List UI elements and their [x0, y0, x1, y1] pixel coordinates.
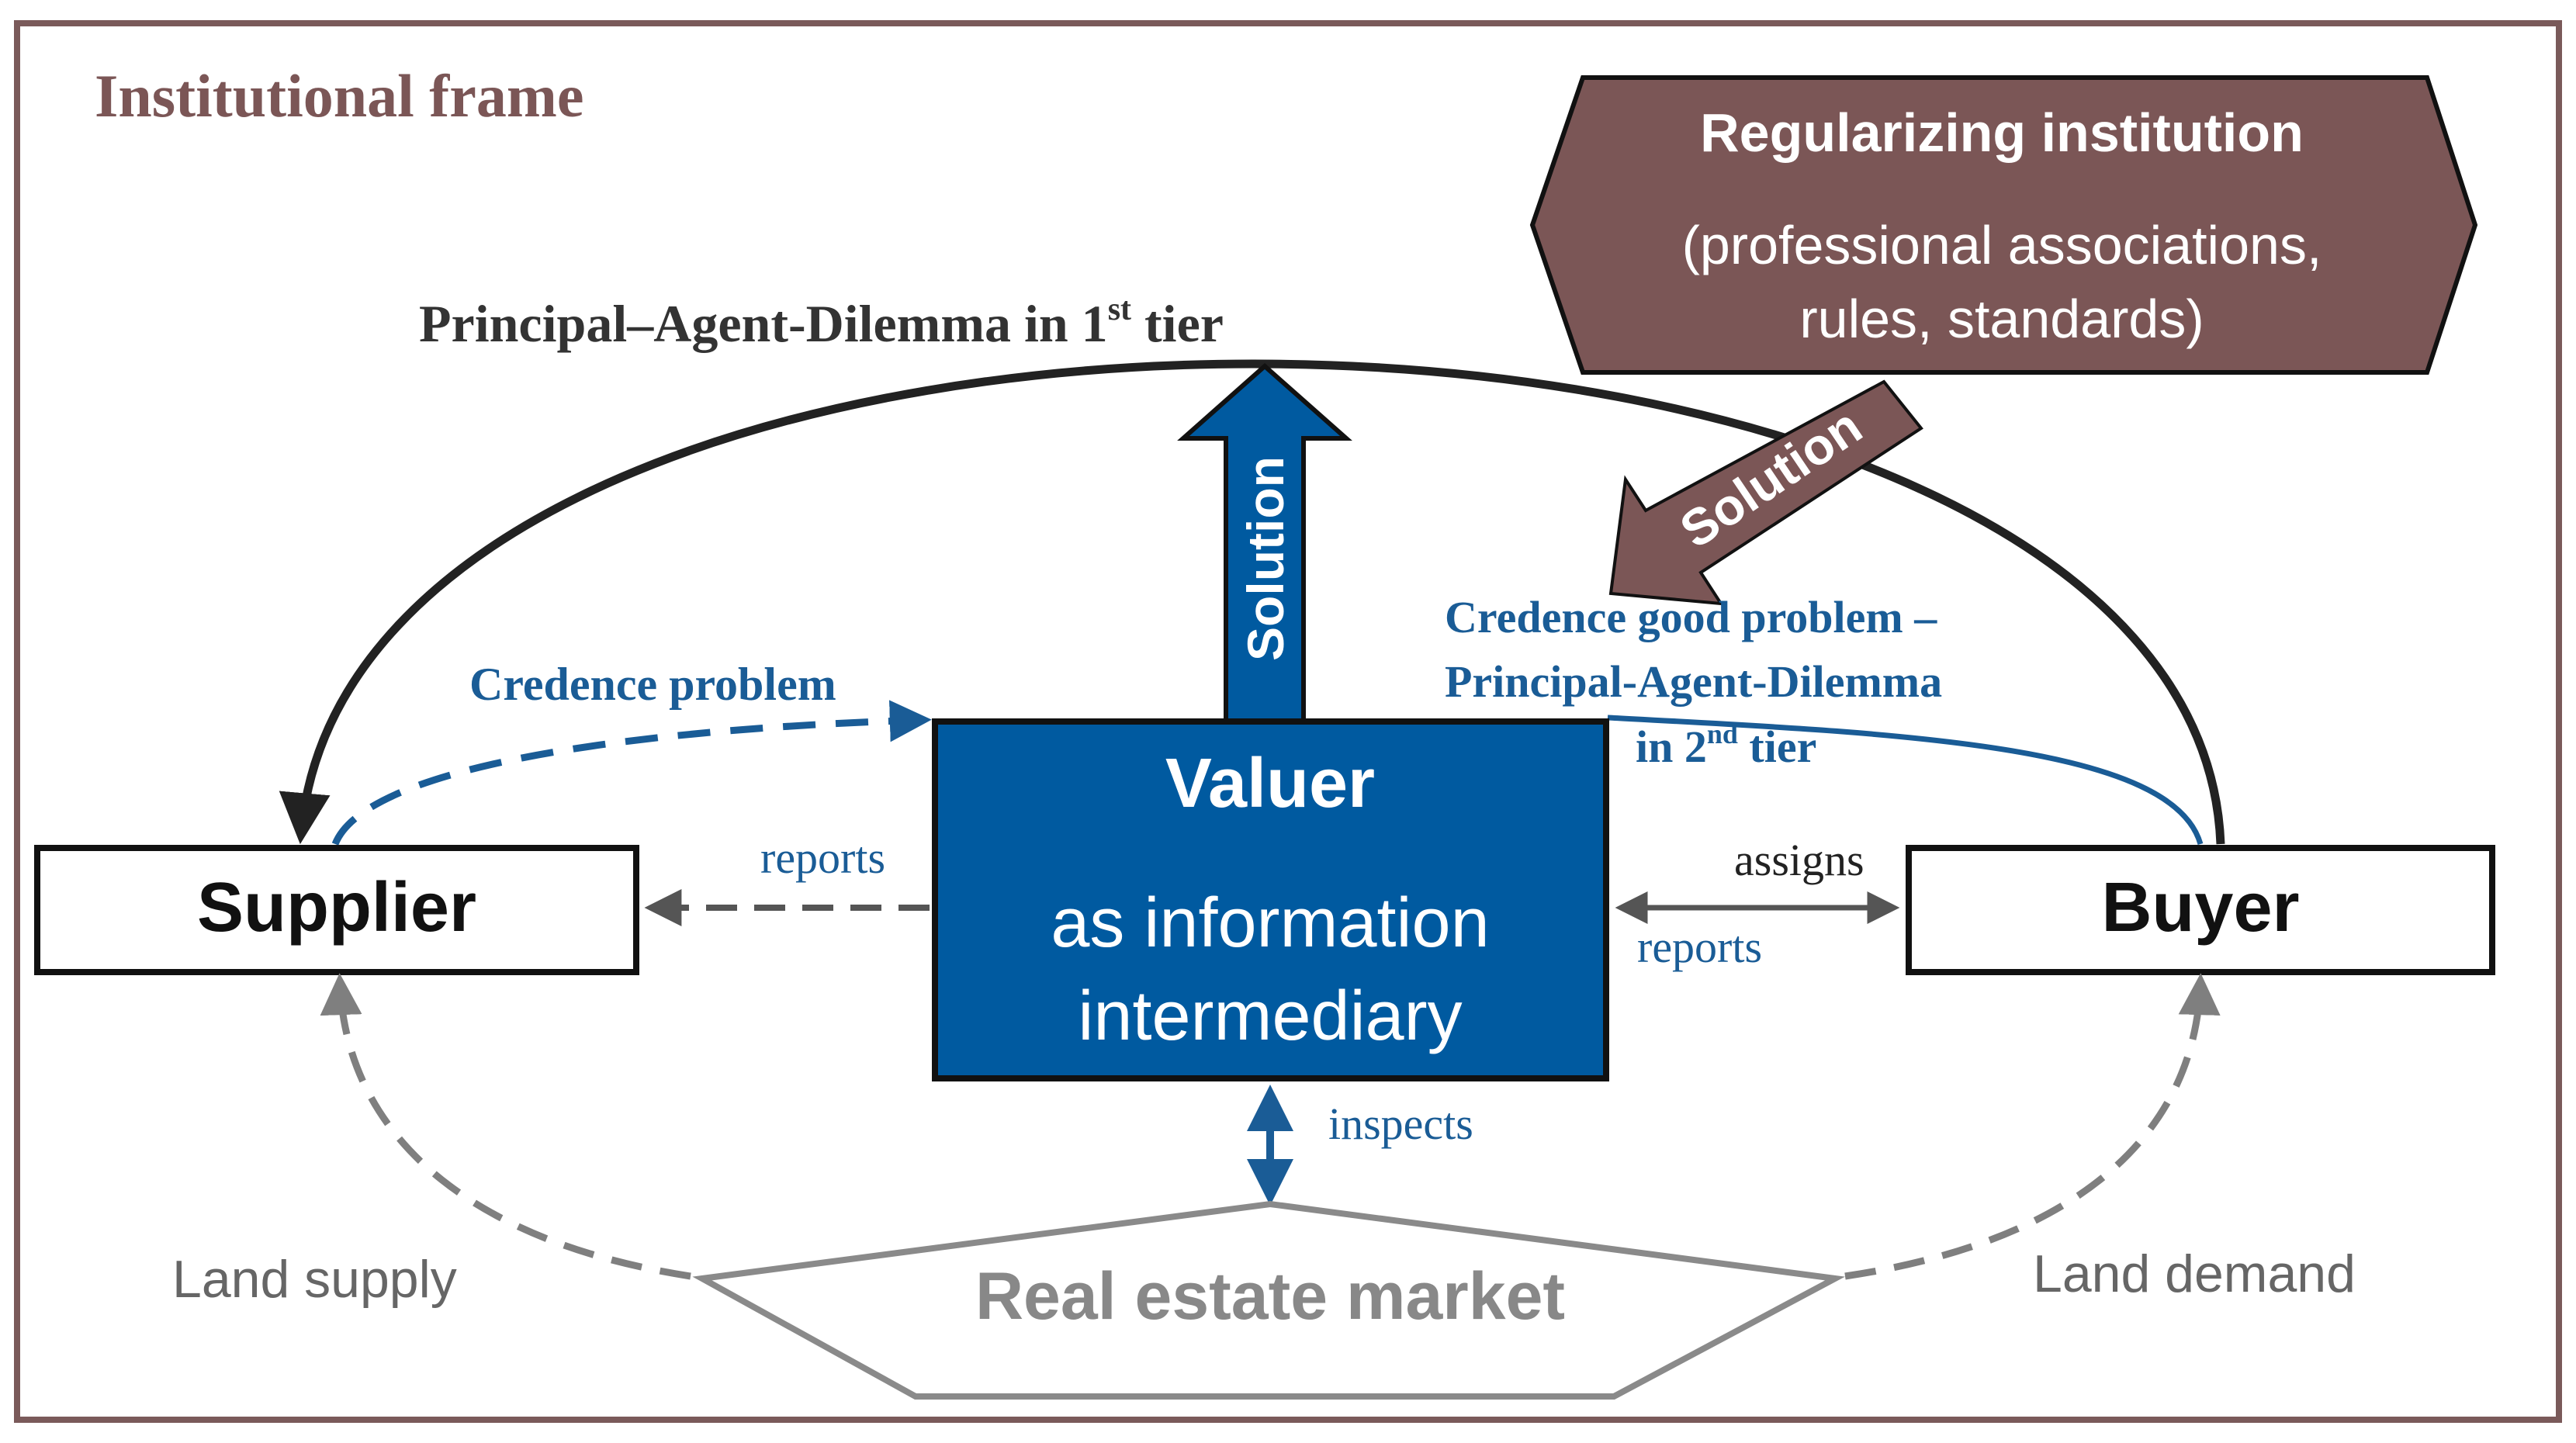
reports-right-label: reports [1637, 922, 1762, 972]
valuer-title: Valuer [1165, 745, 1375, 822]
credence-good-line2: Principal-Agent-Dilemma [1445, 656, 1942, 707]
buyer-box [1906, 845, 2495, 975]
frame-title: Institutional frame [95, 62, 583, 130]
valuer-box [932, 718, 1609, 1081]
reports-left-label: reports [760, 832, 885, 883]
valuer-line1: as information [1051, 884, 1489, 962]
real-estate-market-pentagon [692, 1200, 1845, 1400]
solution-up-arrow [1177, 362, 1352, 724]
regularizing-institution-hexagon [1529, 75, 2478, 375]
solution-up-label: Solution [1237, 456, 1294, 661]
first-tier-arc [279, 359, 2225, 845]
land-supply-label: Land supply [172, 1250, 457, 1309]
supplier-box [34, 845, 639, 975]
land-demand-label: Land demand [2033, 1244, 2356, 1303]
solution-diagonal-arrow [1608, 379, 1923, 606]
credence-good-line3: in 2nd tier [1636, 718, 1816, 772]
buyer-label: Buyer [2101, 869, 2299, 946]
institution-line1: (professional associations, [1682, 215, 2322, 275]
real-estate-market-label: Real estate market [975, 1259, 1565, 1334]
inspects-label: inspects [1328, 1099, 1473, 1149]
institution-title: Regularizing institution [1700, 102, 2304, 163]
credence-problem-arrow [331, 700, 932, 846]
credence-good-line1: Credence good problem – [1445, 592, 1937, 642]
pad-first-tier-label: Principal–Agent-Dilemma in 1st tier [419, 292, 1224, 353]
supplier-label: Supplier [197, 869, 476, 946]
second-tier-arc [1607, 715, 2204, 845]
assigns-label: assigns [1734, 835, 1864, 885]
credence-problem-label: Credence problem [469, 659, 836, 710]
valuer-line2: intermediary [1078, 978, 1462, 1055]
institution-line2: rules, standards) [1799, 289, 2204, 349]
